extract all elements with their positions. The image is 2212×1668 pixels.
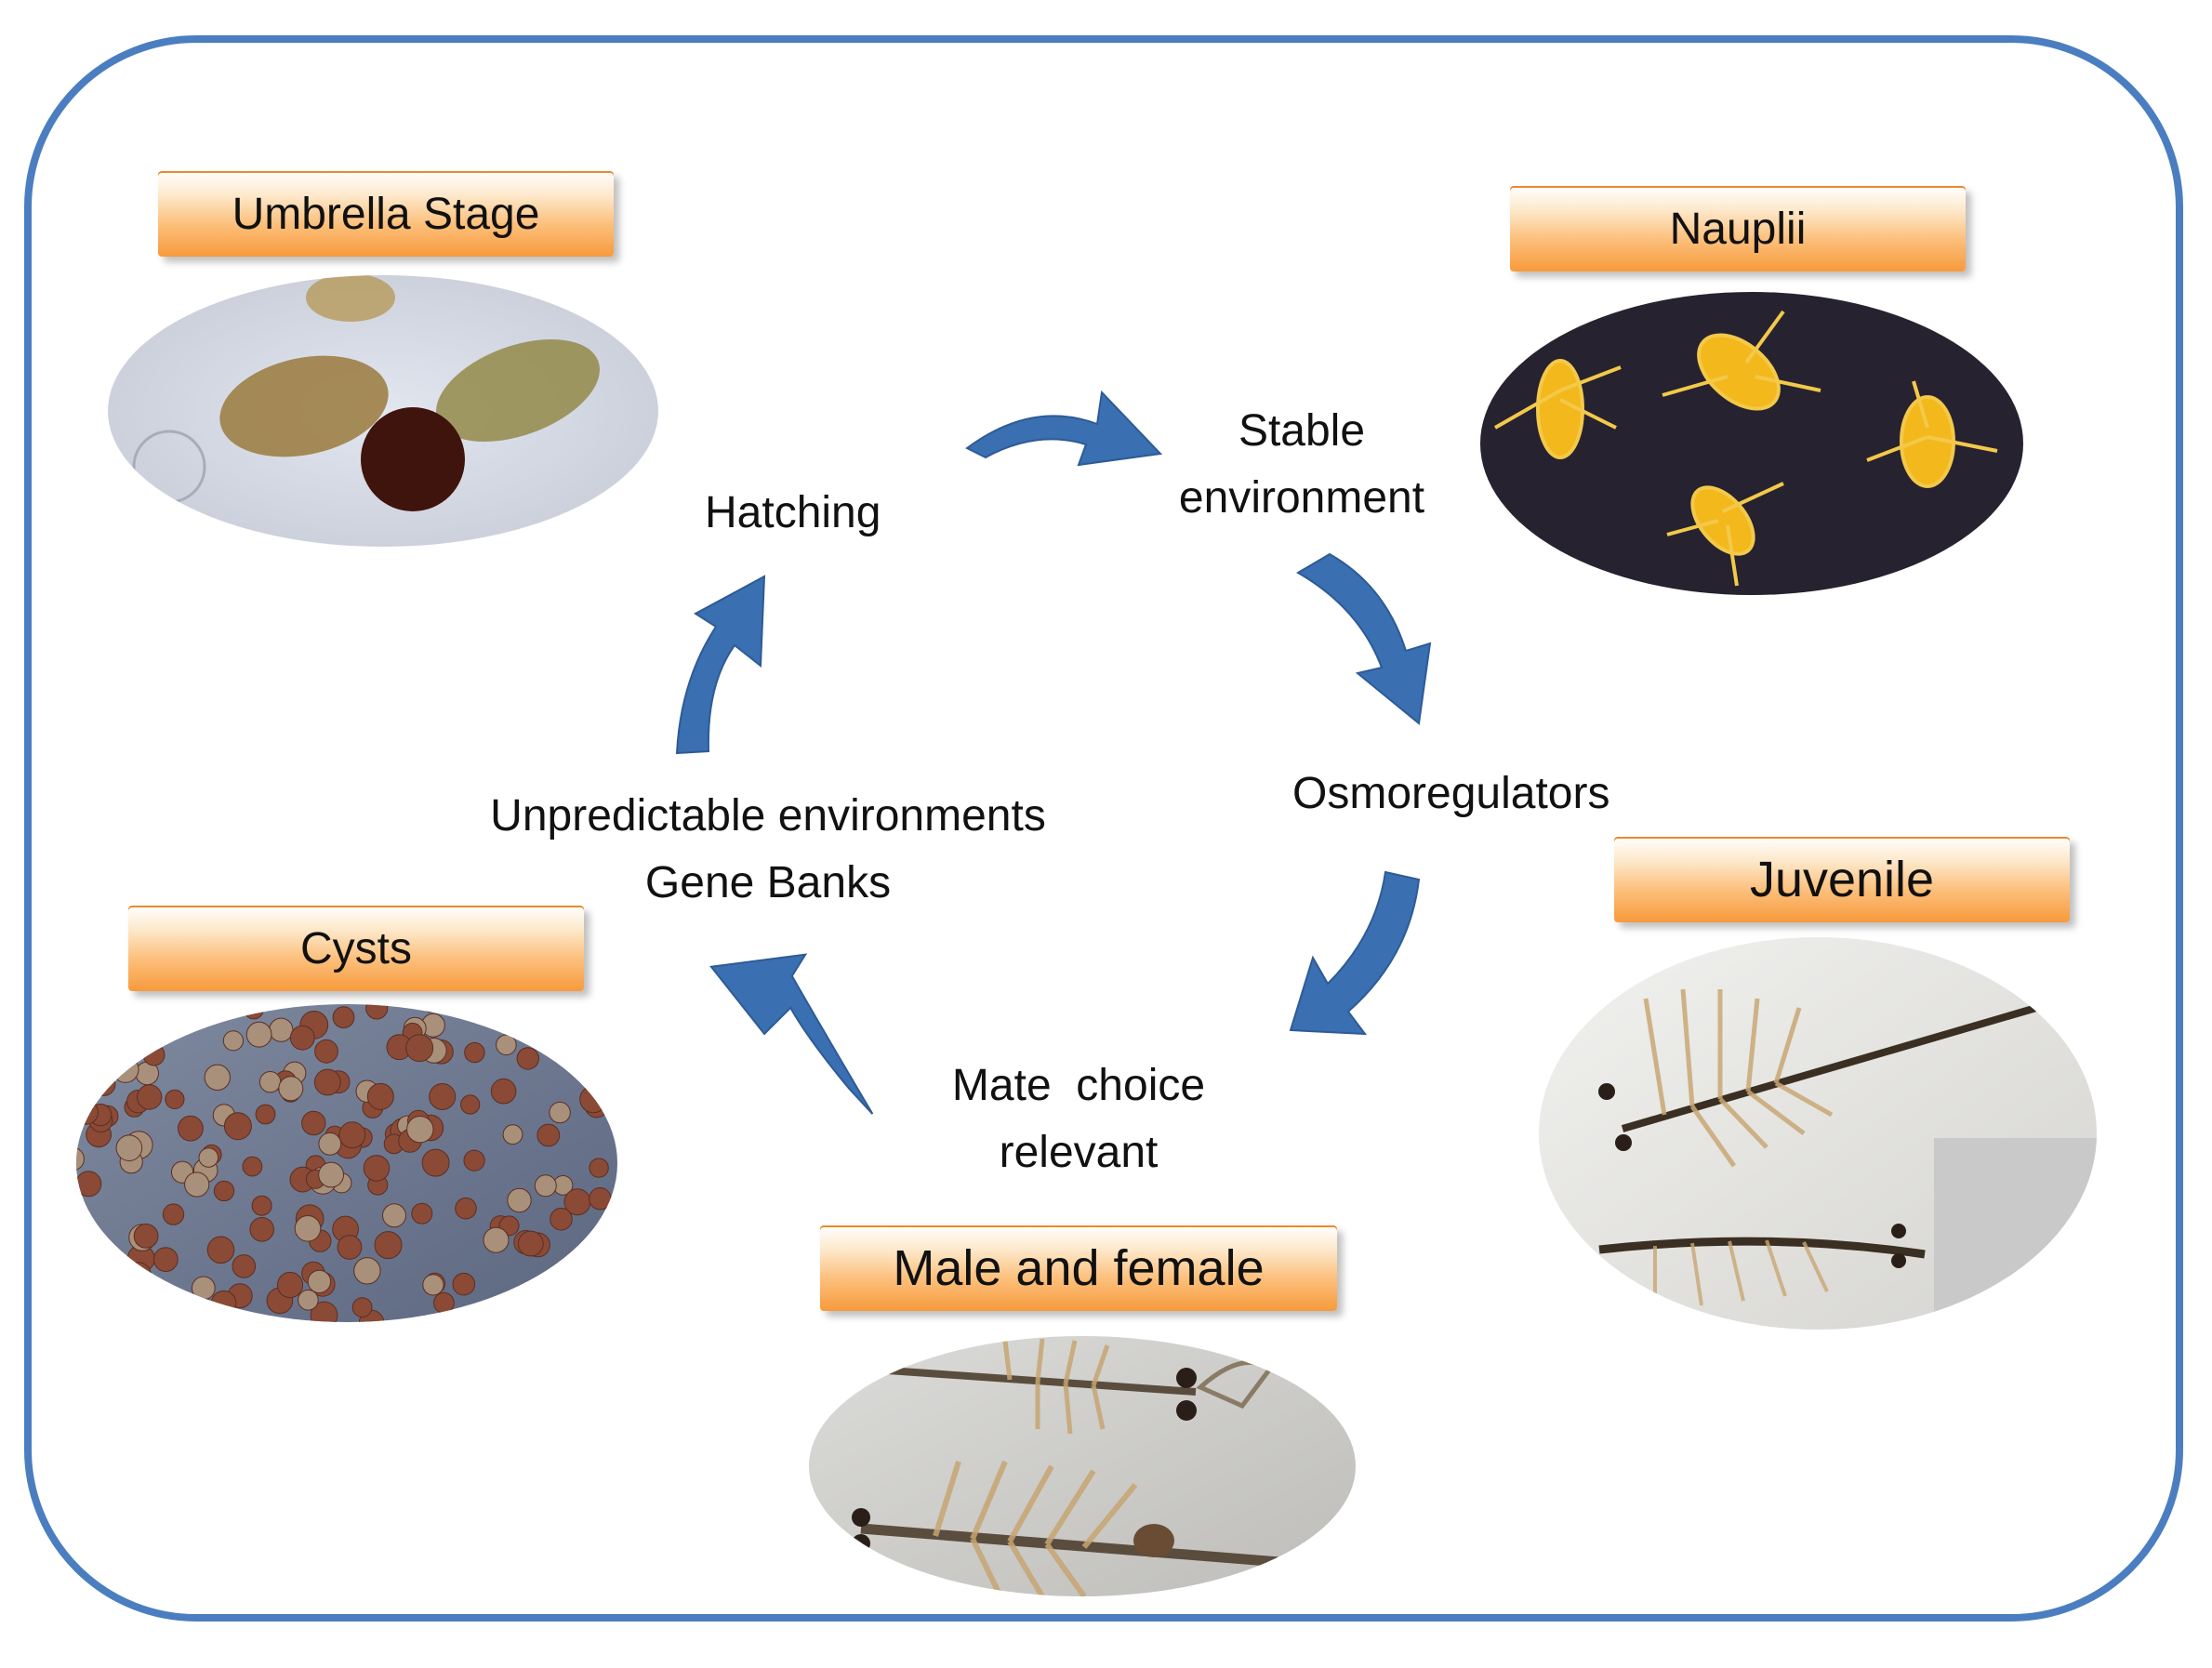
unpredictable-line-1: Unpredictable environments (490, 791, 1046, 841)
cyst-dot (206, 1236, 235, 1264)
cyst-dot (204, 1064, 232, 1092)
mate-line-2: relevant (999, 1128, 1159, 1177)
cyst-dot (534, 1174, 557, 1198)
cyst-dot (421, 1148, 450, 1177)
cyst-dot (337, 1235, 363, 1260)
diagram-frame (24, 35, 2183, 1622)
male-female-label: Male and female (820, 1225, 1337, 1311)
cyst-dot (178, 1115, 204, 1142)
cyst-dot (152, 1247, 179, 1273)
nauplii-text: Nauplii (1669, 204, 1807, 254)
cyst-dot (516, 1047, 539, 1070)
cyst-dot (137, 1084, 163, 1110)
arrow-hatching-to-stable (965, 390, 1163, 467)
cyst-dot (490, 1078, 517, 1105)
cyst-dot (242, 1156, 263, 1177)
cyst-dot (406, 1116, 434, 1144)
umbrella-stage-label: Umbrella Stage (158, 171, 614, 257)
cyst-dot (452, 1272, 476, 1296)
cyst-dot (332, 1006, 355, 1029)
cyst-dot (314, 1039, 338, 1064)
cyst-dot (223, 1112, 252, 1141)
cyst-dot (255, 1104, 276, 1125)
cyst-dot (536, 1123, 561, 1147)
cyst-dot (405, 1034, 434, 1063)
cyst-dot (313, 1068, 341, 1096)
cyst-dot (76, 1171, 102, 1198)
cyst-dot (198, 1147, 219, 1168)
cyst-dot (338, 1121, 366, 1149)
cyst-dot (278, 1076, 304, 1102)
cyst-dot (213, 1180, 235, 1202)
umbrella-stage-text: Umbrella Stage (232, 189, 540, 239)
unpredictable-text: Unpredictable environments Gene Banks (452, 783, 1084, 917)
cyst-dot (165, 1089, 185, 1110)
cysts-label: Cysts (128, 906, 584, 991)
arrow-osmo-to-mate (1289, 870, 1421, 1036)
cyst-dot (455, 1197, 477, 1220)
cyst-dot (222, 1030, 244, 1052)
cyst-dot (184, 1172, 210, 1198)
nauplii-label: Nauplii (1510, 186, 1966, 271)
cyst-dot (318, 1161, 345, 1188)
mate-choice-text: Mate choice relevant (930, 1052, 1227, 1186)
umbrella-stage-photo (108, 275, 658, 547)
cyst-dot (245, 1021, 272, 1048)
cyst-dot (301, 1110, 326, 1136)
juvenile-photo (1539, 937, 2097, 1330)
cyst-dot (363, 1155, 391, 1182)
cyst-dot (307, 1269, 332, 1294)
cyst-dot (366, 1082, 394, 1110)
cyst-dot (429, 1083, 457, 1110)
cyst-dot (589, 1158, 609, 1178)
cyst-dot (318, 1132, 342, 1156)
cyst-dot (133, 1224, 159, 1249)
juvenile-text: Juvenile (1749, 852, 1935, 907)
cyst-dot (351, 1297, 373, 1318)
cyst-dot (550, 1207, 573, 1231)
cyst-dot (251, 1195, 272, 1216)
cyst-dot (549, 1101, 571, 1124)
cyst-dot (463, 1149, 485, 1172)
cyst-dot (496, 1034, 517, 1056)
stable-line-2: environment (1178, 473, 1425, 523)
stable-environment-text: Stable environment (1162, 398, 1441, 532)
cyst-dot (382, 1203, 406, 1228)
gene-banks-line: Gene Banks (644, 858, 892, 907)
cyst-dot (232, 1254, 257, 1278)
cyst-dot (507, 1187, 532, 1213)
hatching-text: Hatching (705, 488, 881, 537)
cyst-dot (276, 1271, 304, 1299)
cyst-dot (422, 1274, 444, 1296)
cyst-dot (517, 1230, 544, 1257)
cyst-dot (464, 1041, 485, 1064)
arrow-mate-to-unpredictable (709, 953, 874, 1115)
cyst-dot (502, 1124, 523, 1145)
cyst-dot (460, 1094, 481, 1115)
male-female-photo (809, 1336, 1356, 1596)
cysts-photo (76, 1004, 617, 1322)
cyst-dot (483, 1226, 510, 1253)
stable-line-1: Stable (1238, 406, 1366, 456)
cysts-text: Cysts (300, 923, 412, 973)
cyst-dot (115, 1134, 143, 1161)
juvenile-label: Juvenile (1614, 837, 2070, 922)
cyst-dot (353, 1257, 381, 1285)
cyst-dot (76, 1146, 85, 1172)
arrow-genebanks-to-hatching (675, 575, 766, 755)
osmoregulators-text: Osmoregulators (1292, 769, 1610, 818)
arrow-stable-to-osmo (1296, 552, 1432, 725)
cyst-dot (374, 1231, 403, 1260)
cyst-dot (294, 1215, 322, 1242)
cyst-dot (365, 1004, 389, 1020)
cyst-dot (411, 1202, 433, 1225)
cyst-dot (289, 1025, 315, 1051)
cyst-dot (298, 1289, 319, 1311)
male-female-text: Male and female (893, 1240, 1265, 1296)
cyst-dot (249, 1217, 274, 1242)
cyst-dot (162, 1203, 185, 1225)
nauplii-photo (1480, 292, 2023, 595)
mate-line-1: Mate choice (951, 1061, 1206, 1110)
